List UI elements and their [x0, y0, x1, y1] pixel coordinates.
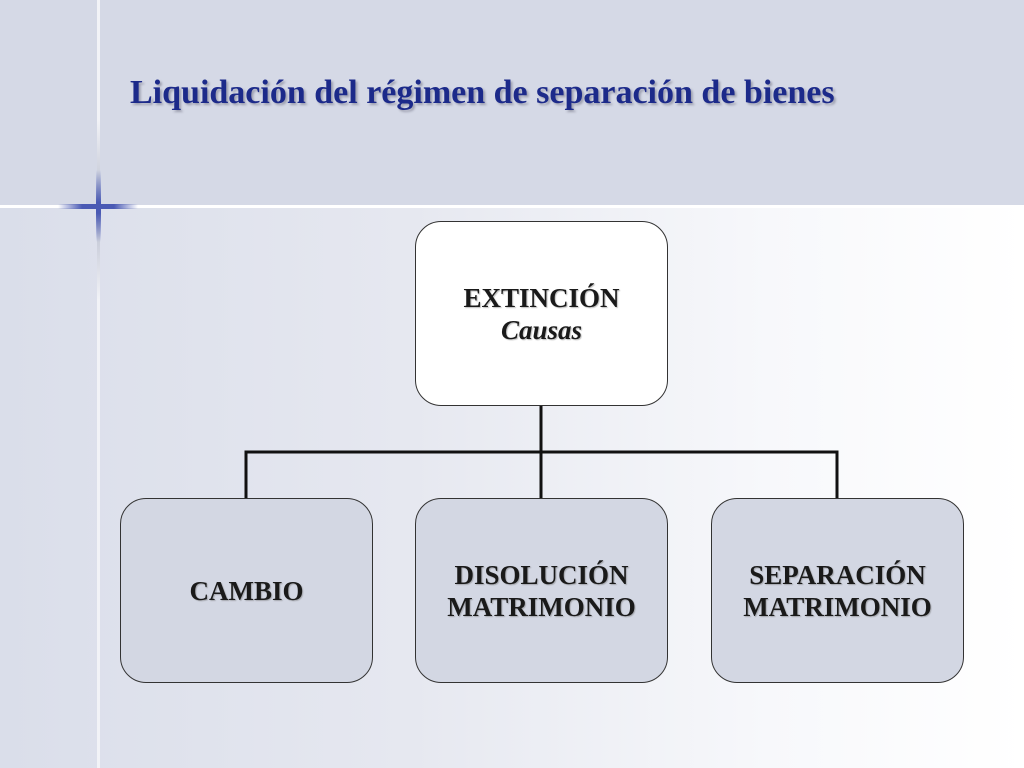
node-extincion-sublabel: Causas — [500, 314, 583, 345]
node-disolucion-label-line2: MATRIMONIO — [447, 591, 636, 622]
node-separacion-label-line2: MATRIMONIO — [743, 591, 932, 622]
decorative-cross-horizontal — [58, 204, 138, 209]
node-separacion-label-line1: SEPARACIÓN — [749, 559, 926, 590]
node-extincion: EXTINCIÓN Causas — [415, 221, 668, 406]
node-disolucion-label-line1: DISOLUCIÓN — [454, 559, 629, 590]
title-divider — [0, 205, 1024, 208]
node-extincion-label: EXTINCIÓN — [463, 282, 620, 313]
node-cambio-label: CAMBIO — [189, 575, 304, 606]
slide-title: Liquidación del régimen de separación de… — [130, 74, 835, 111]
node-disolucion-matrimonio: DISOLUCIÓN MATRIMONIO — [415, 498, 668, 683]
node-cambio: CAMBIO — [120, 498, 373, 683]
decorative-vertical-line — [97, 0, 100, 768]
node-separacion-matrimonio: SEPARACIÓN MATRIMONIO — [711, 498, 964, 683]
title-band — [0, 0, 1024, 205]
